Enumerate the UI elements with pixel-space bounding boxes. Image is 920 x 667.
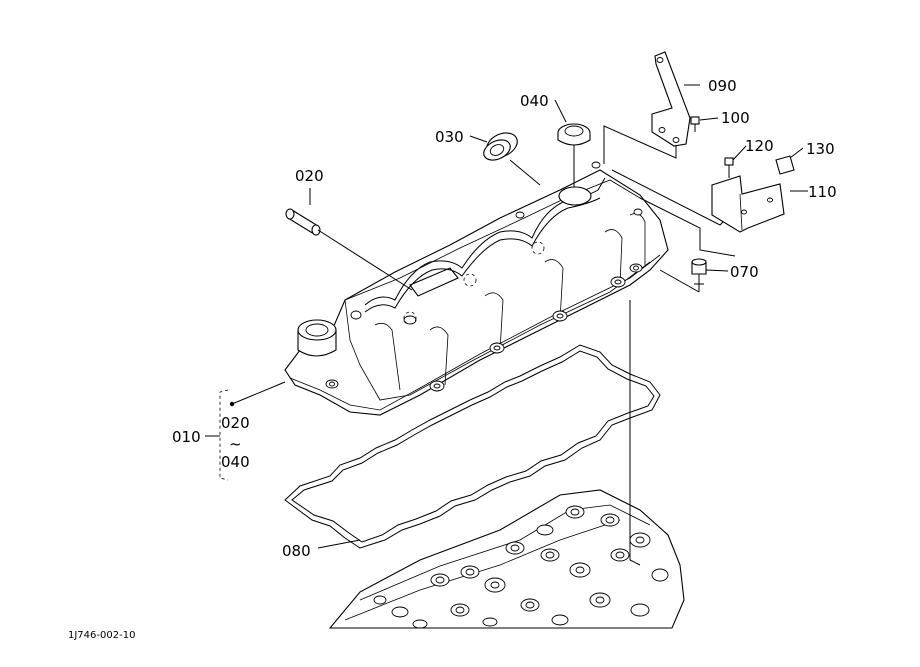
callout-030: 030 (435, 128, 464, 146)
callout-010-tilde: ~ (229, 435, 242, 453)
bracket-090 (651, 51, 691, 147)
cover-gasket-080 (284, 344, 661, 549)
bolt-070 (659, 258, 707, 293)
cylinder-head-cover (284, 161, 669, 416)
callout-120: 120 (745, 137, 774, 155)
seal-040 (557, 123, 592, 206)
callout-130: 130 (806, 140, 835, 158)
oil-filler-neck (297, 319, 337, 357)
seal-030 (483, 132, 541, 186)
callout-110: 110 (808, 183, 837, 201)
callout-020: 020 (295, 167, 324, 185)
bracket-110 (711, 175, 785, 233)
callout-010-from: 020 (221, 414, 250, 432)
callout-010: 010 (172, 428, 201, 446)
bolt-100 (690, 116, 700, 132)
pin-020 (285, 208, 413, 291)
callout-040: 040 (520, 92, 549, 110)
callout-100: 100 (721, 109, 750, 127)
drawing-code: 1J746-002-10 (68, 630, 135, 641)
assembly-brace-010 (205, 389, 229, 481)
callout-010-to: 040 (221, 453, 250, 471)
callout-090: 090 (708, 77, 737, 95)
cylinder-head (328, 489, 685, 629)
callout-080: 080 (282, 542, 311, 560)
cap-130 (775, 155, 795, 175)
callout-070: 070 (730, 263, 759, 281)
callout-leaders (229, 84, 808, 549)
bolt-120 (724, 157, 734, 178)
